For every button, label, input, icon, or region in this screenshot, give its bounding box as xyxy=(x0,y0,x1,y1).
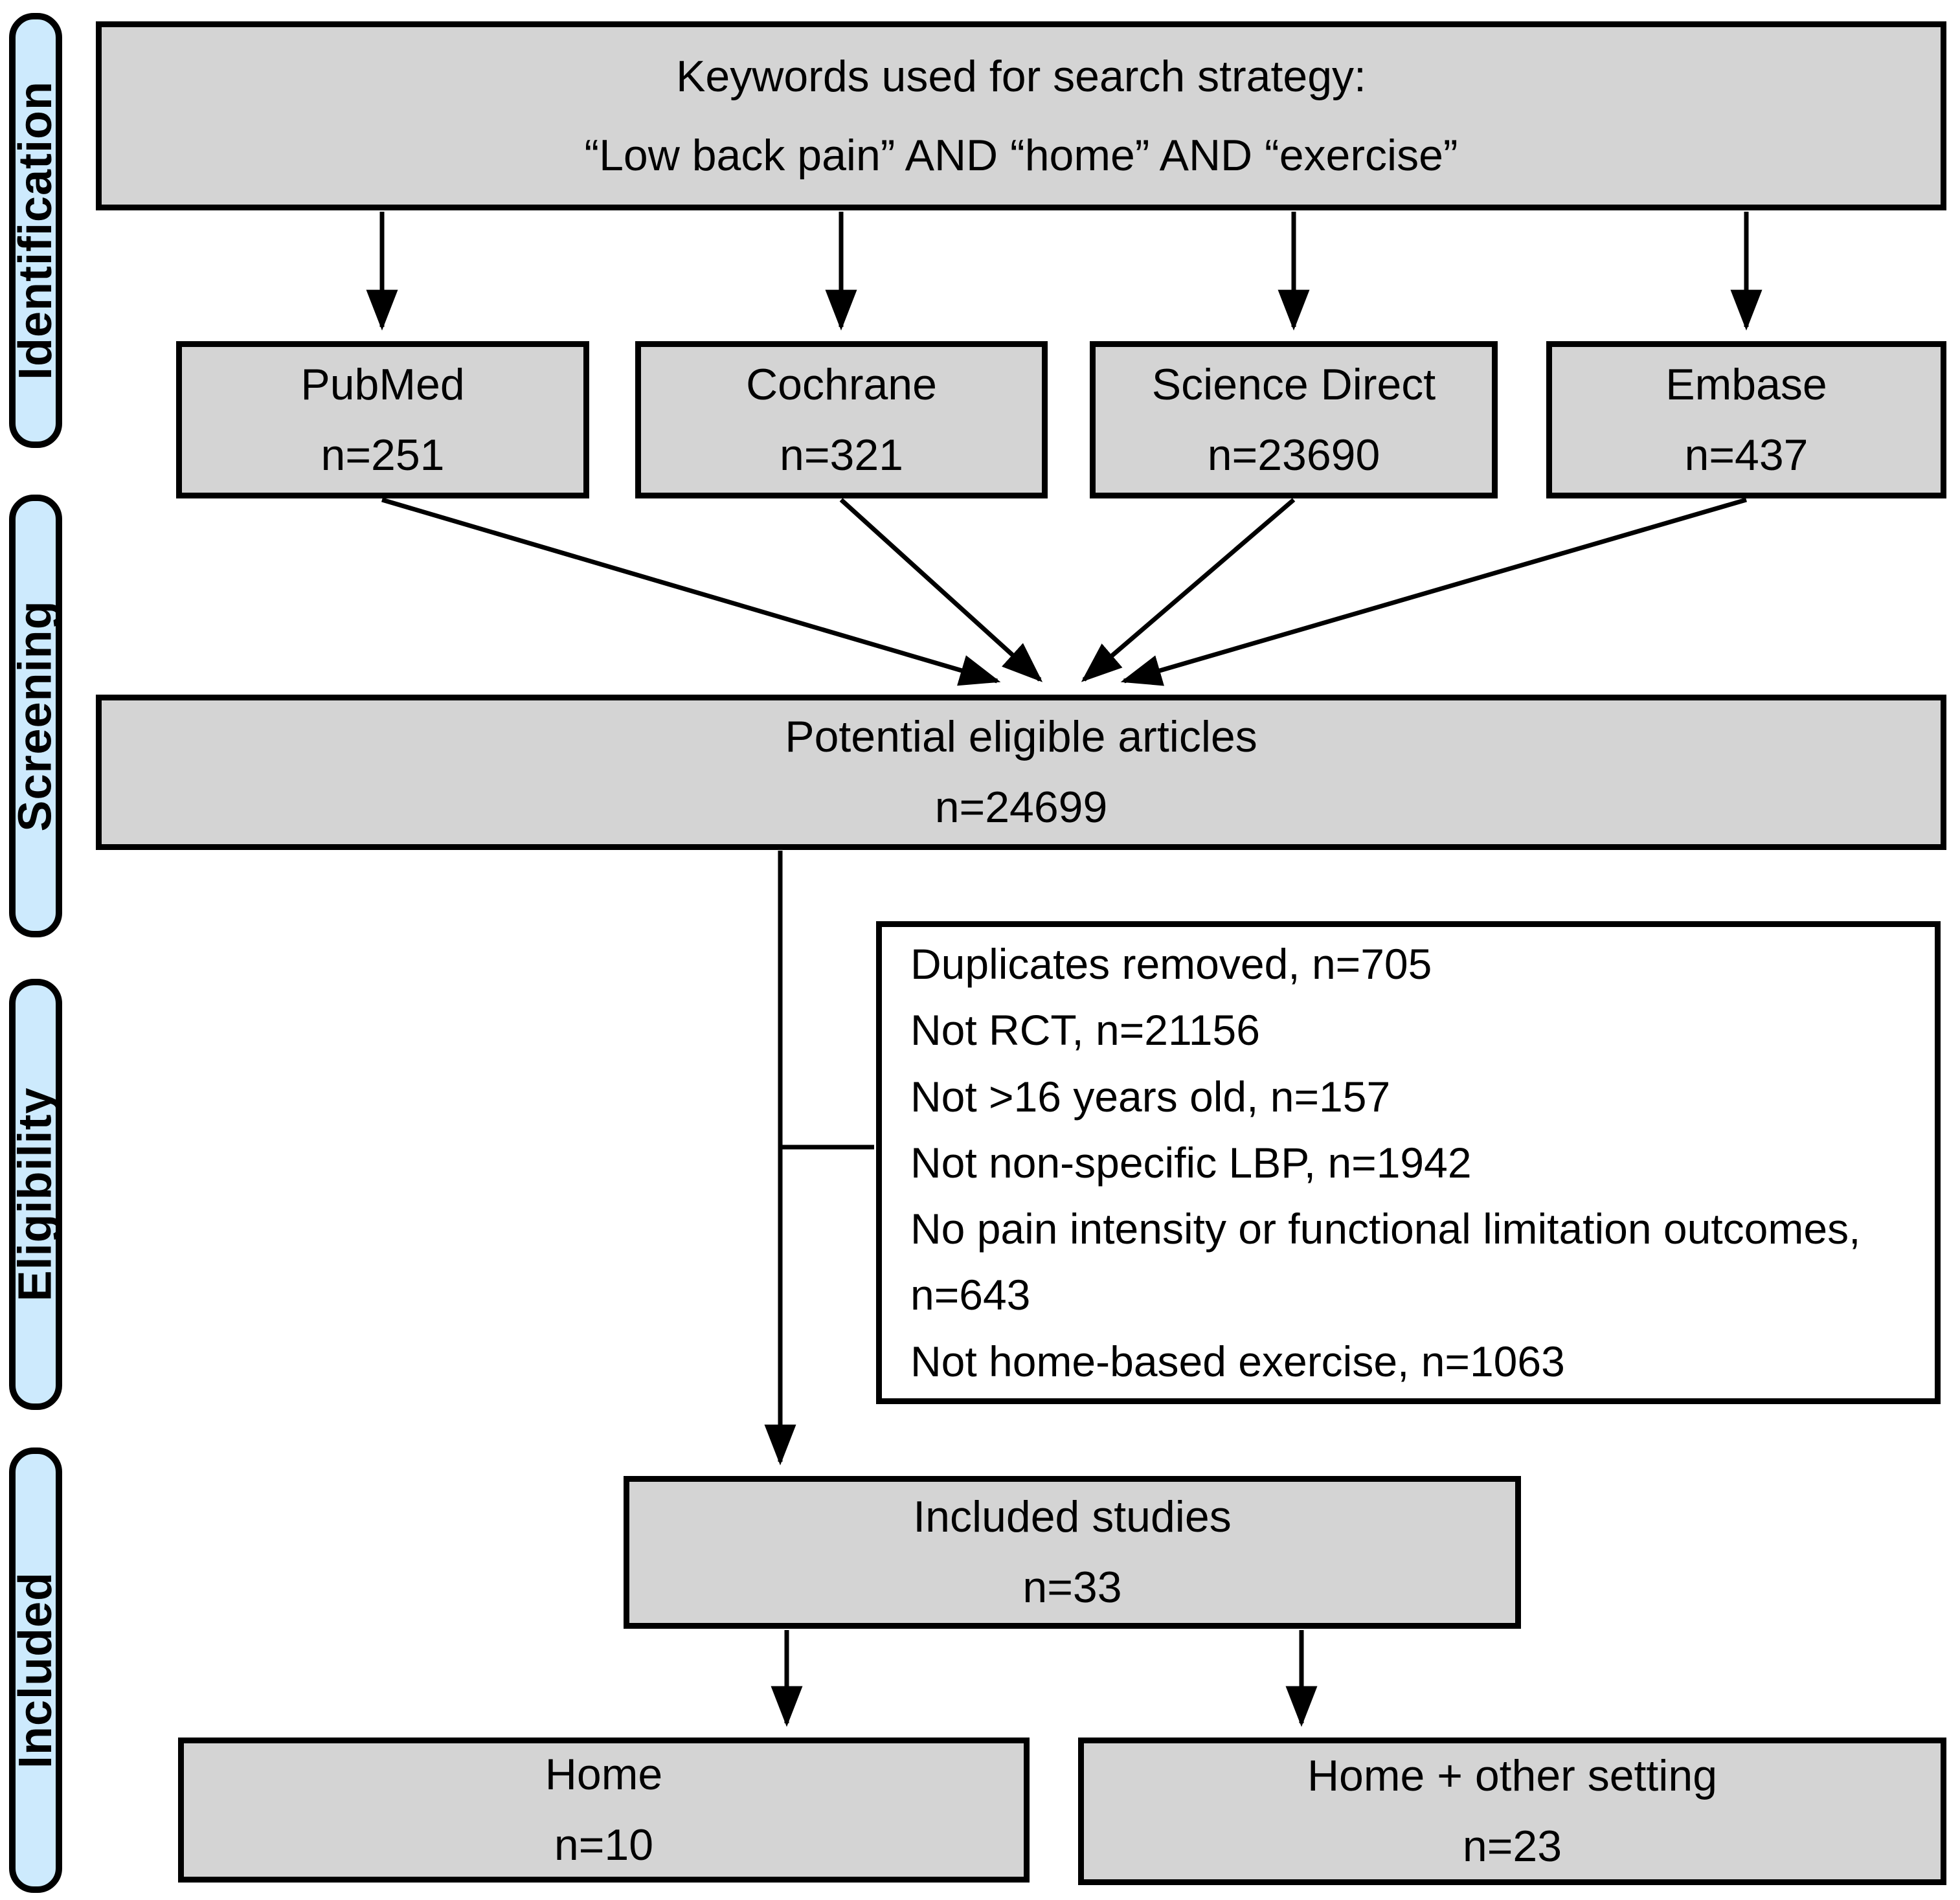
included-studies-box: Included studies n=33 xyxy=(624,1476,1521,1629)
stage-included-label: Included xyxy=(10,1571,62,1769)
exclusion-item-nonspecific-lbp: Not non-specific LBP, n=1942 xyxy=(910,1138,1472,1187)
exclusions-box: Duplicates removed, n=705 Not RCT, n=211… xyxy=(876,921,1941,1404)
arrow-pubmed-to-potential xyxy=(381,497,1001,686)
keywords-box: Keywords used for search strategy: “Low … xyxy=(96,21,1946,210)
stage-screening: Screening xyxy=(9,495,62,937)
stage-screening-label: Screening xyxy=(10,600,62,832)
database-box-cochrane: Cochrane n=321 xyxy=(635,341,1048,498)
outcome-box-home: Home n=10 xyxy=(178,1738,1030,1883)
potential-eligible-box: Potential eligible articles n=24699 xyxy=(96,695,1946,850)
keywords-line1: Keywords used for search strategy: xyxy=(676,51,1366,101)
included-studies-count: n=33 xyxy=(1022,1563,1122,1612)
stage-eligibility-label: Eligibility xyxy=(10,1087,62,1302)
stage-eligibility: Eligibility xyxy=(9,979,62,1410)
outcome-home-title: Home xyxy=(545,1750,663,1800)
stage-identification-label: Identification xyxy=(10,81,62,380)
included-studies-title: Included studies xyxy=(913,1492,1232,1542)
database-science-direct-count: n=23690 xyxy=(1207,430,1380,480)
exclusion-item-no-outcomes: No pain intensity or functional limitati… xyxy=(910,1205,1861,1319)
arrow-cochrane-to-potential xyxy=(839,498,1043,682)
database-cochrane-name: Cochrane xyxy=(746,359,937,409)
database-box-science-direct: Science Direct n=23690 xyxy=(1090,341,1498,498)
potential-eligible-title: Potential eligible articles xyxy=(785,712,1257,762)
database-pubmed-name: PubMed xyxy=(300,359,465,409)
exclusion-item-not-rct: Not RCT, n=21156 xyxy=(910,1006,1260,1055)
database-box-embase: Embase n=437 xyxy=(1546,341,1946,498)
potential-eligible-count: n=24699 xyxy=(934,783,1108,832)
outcome-home-count: n=10 xyxy=(554,1820,654,1870)
exclusion-item-not-home-based: Not home-based exercise, n=1063 xyxy=(910,1337,1565,1385)
keywords-line2: “Low back pain” AND “home” AND “exercise… xyxy=(584,131,1458,180)
outcome-home-other-title: Home + other setting xyxy=(1307,1751,1718,1801)
exclusion-item-duplicates: Duplicates removed, n=705 xyxy=(910,939,1432,988)
outcome-home-other-count: n=23 xyxy=(1462,1822,1562,1871)
exclusion-item-age: Not >16 years old, n=157 xyxy=(910,1072,1391,1121)
outcome-box-home-other: Home + other setting n=23 xyxy=(1078,1738,1946,1885)
database-box-pubmed: PubMed n=251 xyxy=(176,341,589,498)
database-cochrane-count: n=321 xyxy=(780,430,903,480)
arrow-embase-to-potential xyxy=(1120,497,1747,686)
stage-included: Included xyxy=(9,1447,62,1893)
stage-identification: Identification xyxy=(9,13,62,448)
database-embase-name: Embase xyxy=(1665,359,1827,409)
database-embase-count: n=437 xyxy=(1684,430,1808,480)
arrow-science-direct-to-potential xyxy=(1081,498,1296,682)
database-science-direct-name: Science Direct xyxy=(1151,359,1436,409)
database-pubmed-count: n=251 xyxy=(321,430,445,480)
